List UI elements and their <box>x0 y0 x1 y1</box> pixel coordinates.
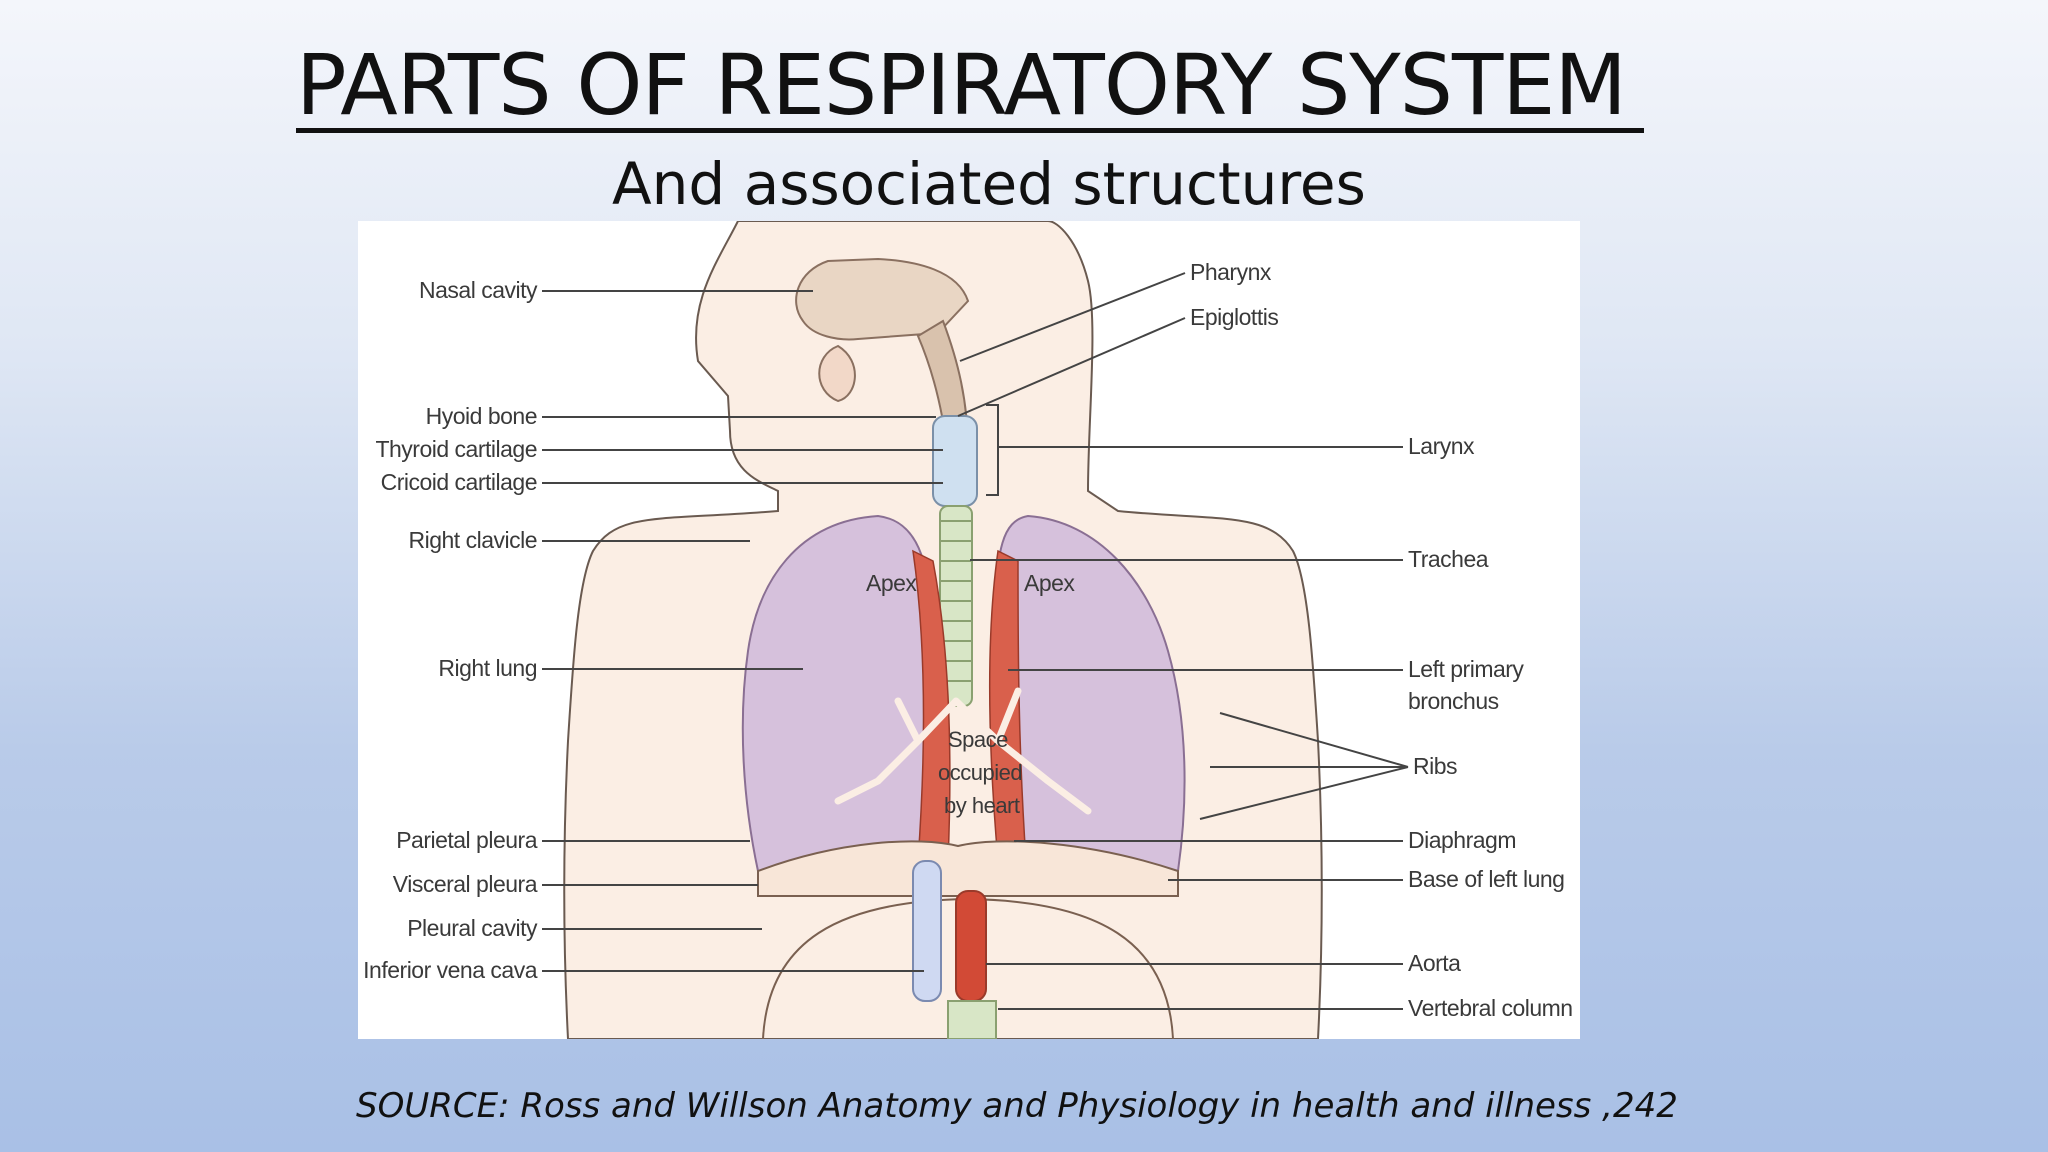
label-heart-space-2: occupied <box>938 760 1022 785</box>
inferior-vena-cava-shape <box>912 860 942 1002</box>
label-pleural-cavity: Pleural cavity <box>407 915 538 941</box>
label-left-primary-line2: bronchus <box>1408 688 1499 714</box>
label-base-of-left-lung: Base of left lung <box>1408 866 1564 892</box>
aorta-shape <box>955 890 987 1002</box>
label-left-primary-line1: Left primary <box>1408 656 1524 682</box>
label-cricoid-cartilage: Cricoid cartilage <box>381 469 537 495</box>
label-ribs: Ribs <box>1413 753 1457 779</box>
title-underline <box>296 128 1644 133</box>
inner-labels: Apex Apex Space occupied by heart <box>866 570 1076 818</box>
label-aorta: Aorta <box>1408 950 1461 976</box>
bronchial-tree <box>834 687 1092 815</box>
label-pharynx: Pharynx <box>1190 259 1272 285</box>
larynx-shape <box>932 415 978 507</box>
label-larynx: Larynx <box>1408 433 1475 459</box>
label-right-lung: Right lung <box>438 655 537 681</box>
source-citation: SOURCE: Ross and Willson Anatomy and Phy… <box>356 1086 1678 1126</box>
label-visceral-pleura: Visceral pleura <box>393 871 538 897</box>
slide-subtitle: And associated structures <box>612 150 1366 218</box>
left-labels: Nasal cavity Hyoid bone Thyroid cartilag… <box>363 277 943 983</box>
label-apex-right: Apex <box>866 570 917 596</box>
label-heart-space-1: Space <box>948 727 1008 752</box>
label-parietal-pleura: Parietal pleura <box>396 827 538 853</box>
nasal-cavity-shape <box>795 257 970 341</box>
label-diaphragm: Diaphragm <box>1408 827 1516 853</box>
label-right-clavicle: Right clavicle <box>409 527 538 553</box>
mouth-shape <box>818 344 856 403</box>
slide-title: PARTS OF RESPIRATORY SYSTEM <box>296 36 1627 134</box>
label-epiglottis: Epiglottis <box>1190 304 1278 330</box>
label-apex-left: Apex <box>1024 570 1075 596</box>
label-heart-space-3: by heart <box>944 793 1020 818</box>
label-trachea: Trachea <box>1408 546 1489 572</box>
respiratory-diagram: Nasal cavity Hyoid bone Thyroid cartilag… <box>358 221 1580 1039</box>
vertebral-column-shape <box>947 1000 997 1039</box>
label-hyoid-bone: Hyoid bone <box>426 403 537 429</box>
label-vertebral-column: Vertebral column <box>1408 995 1573 1021</box>
label-nasal-cavity: Nasal cavity <box>419 277 538 303</box>
label-thyroid-cartilage: Thyroid cartilage <box>375 436 537 462</box>
right-labels: Pharynx Epiglottis Larynx Trachea Left p… <box>957 259 1573 1021</box>
diaphragm-shape <box>757 840 1179 897</box>
label-inferior-vena-cava: Inferior vena cava <box>363 957 538 983</box>
